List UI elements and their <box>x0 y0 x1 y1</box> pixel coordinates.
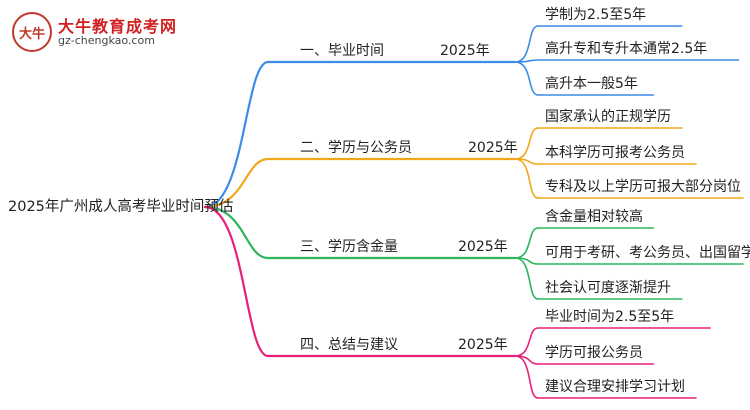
branch-label-2: 二、学历与公务员 <box>300 140 412 156</box>
leaf-connector-3-1 <box>514 227 539 259</box>
leaf-label-3-2: 可用于考研、考公务员、出国留学 <box>545 245 750 261</box>
root-topic: 2025年广州成人高考毕业时间预估 <box>8 199 234 215</box>
logo-url: gz-chengkao.com <box>58 34 155 47</box>
leaf-label-4-1: 毕业时间为2.5至5年 <box>545 309 675 325</box>
leaf-connector-4-3 <box>514 355 539 399</box>
branch-year-3: 2025年 <box>458 239 508 255</box>
logo-brand-name: 大牛教育成考网 <box>58 17 178 36</box>
leaf-label-2-1: 国家承认的正规学历 <box>545 109 671 125</box>
brand-logo: 大牛 大牛教育成考网 gz-chengkao.com <box>12 12 202 52</box>
leaf-label-1-3: 高升本一般5年 <box>545 76 638 92</box>
branch-label-4: 四、总结与建议 <box>300 337 398 353</box>
branch-connector-1 <box>203 60 270 209</box>
branch-connector-2 <box>203 157 270 209</box>
leaf-connector-4-1 <box>514 327 539 357</box>
leaf-connector-3-3 <box>514 257 539 300</box>
branch-year-2: 2025年 <box>468 140 518 156</box>
branch-connector-3 <box>203 205 270 260</box>
branch-label-3: 三、学历含金量 <box>300 239 398 255</box>
branch-connector-4 <box>203 205 270 358</box>
logo-badge-icon: 大牛 <box>12 12 52 52</box>
leaf-label-3-3: 社会认可度逐渐提升 <box>545 280 671 296</box>
leaf-connector-1-1 <box>514 25 539 63</box>
leaf-connector-2-1 <box>514 127 539 160</box>
leaf-connector-2-3 <box>514 158 539 199</box>
leaf-label-1-2: 高升专和专升本通常2.5年 <box>545 41 708 57</box>
leaf-label-4-2: 学历可报公务员 <box>545 345 643 361</box>
leaf-label-2-2: 本科学历可报考公务员 <box>545 145 685 161</box>
branch-label-1: 一、毕业时间 <box>300 43 384 59</box>
leaf-label-1-1: 学制为2.5至5年 <box>545 7 647 23</box>
leaf-label-2-3: 专科及以上学历可报大部分岗位 <box>545 179 741 195</box>
branch-year-1: 2025年 <box>440 43 490 59</box>
leaf-label-4-3: 建议合理安排学习计划 <box>545 379 685 395</box>
leaf-label-3-1: 含金量相对较高 <box>545 209 643 225</box>
branch-year-4: 2025年 <box>458 337 508 353</box>
leaf-connector-1-3 <box>514 61 539 96</box>
